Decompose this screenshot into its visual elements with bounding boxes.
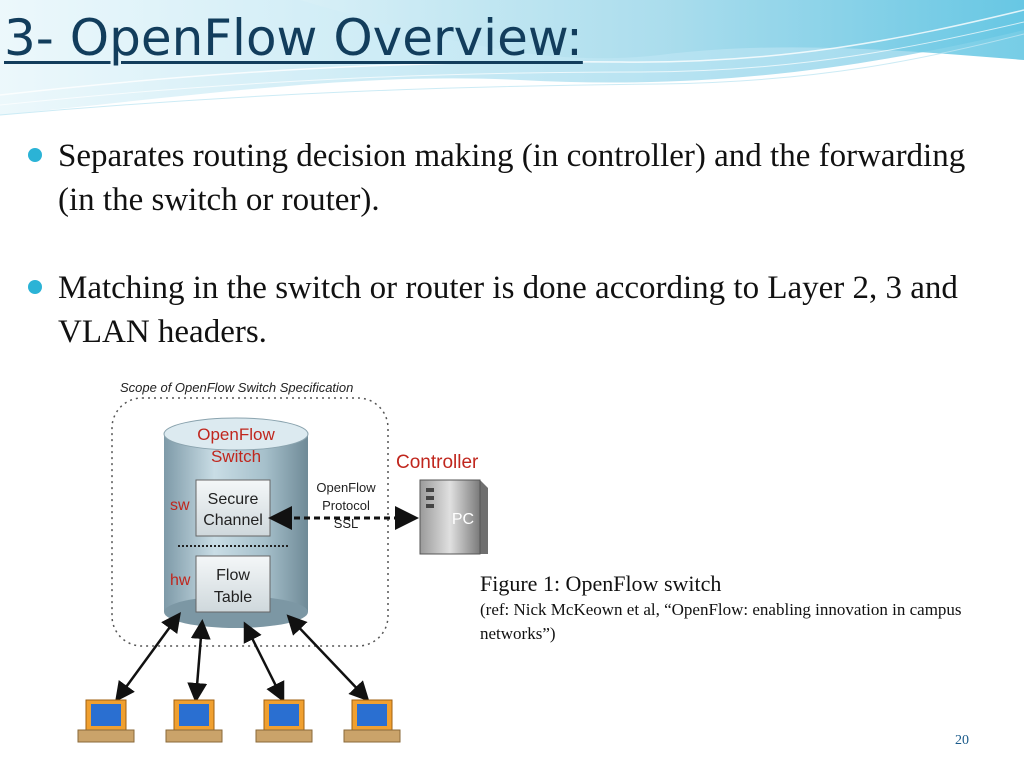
openflow-switch-diagram: Scope of OpenFlow Switch Specification O…	[77, 380, 488, 743]
secure-channel-box	[195, 479, 271, 537]
host-link-arrow	[115, 611, 181, 703]
caption-title: Figure 1: OpenFlow switch	[480, 571, 722, 596]
page-number: 20	[955, 733, 969, 748]
hw-label: hw	[170, 572, 191, 589]
host-link-arrow	[243, 621, 285, 703]
switch-label-line1: OpenFlow	[197, 425, 275, 444]
secure-channel-label-line2: Channel	[203, 512, 263, 529]
bullet-text: Separates routing decision making (in co…	[58, 138, 966, 218]
controller-label: Controller	[396, 452, 479, 473]
flow-table-box	[195, 555, 271, 613]
scope-label: Scope of OpenFlow Switch Specification	[120, 380, 353, 395]
bullet-marker-icon	[28, 280, 42, 294]
figure-caption: Figure 1: OpenFlow switch (ref: Nick McK…	[480, 570, 1000, 646]
bullet-text: Matching in the switch or router is done…	[58, 270, 958, 350]
sw-label: sw	[170, 497, 190, 514]
bullet-list: Separates routing decision making (in co…	[28, 134, 1008, 398]
protocol-label-line2: Protocol	[322, 498, 370, 513]
host-computer-icon	[343, 699, 401, 743]
host-link-arrow	[187, 619, 211, 703]
switch-label-line2: Switch	[211, 447, 261, 466]
header-wave-decoration	[0, 0, 1024, 116]
bullet-marker-icon	[28, 148, 42, 162]
pc-label: PC	[452, 511, 474, 528]
protocol-label-line1: OpenFlow	[316, 480, 376, 495]
caption-reference: (ref: Nick McKeown et al, “OpenFlow: ena…	[480, 600, 962, 643]
bullet-item: Matching in the switch or router is done…	[28, 266, 1008, 354]
controller-pc-icon	[419, 479, 488, 555]
flow-table-label-line2: Table	[214, 589, 252, 606]
host-computer-icon	[255, 699, 313, 743]
host-computer-icon	[77, 699, 135, 743]
slide-title: 3- OpenFlow Overview:	[4, 9, 583, 67]
secure-channel-label-line1: Secure	[208, 491, 259, 508]
host-computer-icon	[165, 699, 223, 743]
bullet-item: Separates routing decision making (in co…	[28, 134, 1008, 222]
host-link-arrow	[286, 614, 370, 702]
flow-table-label-line1: Flow	[216, 567, 250, 584]
